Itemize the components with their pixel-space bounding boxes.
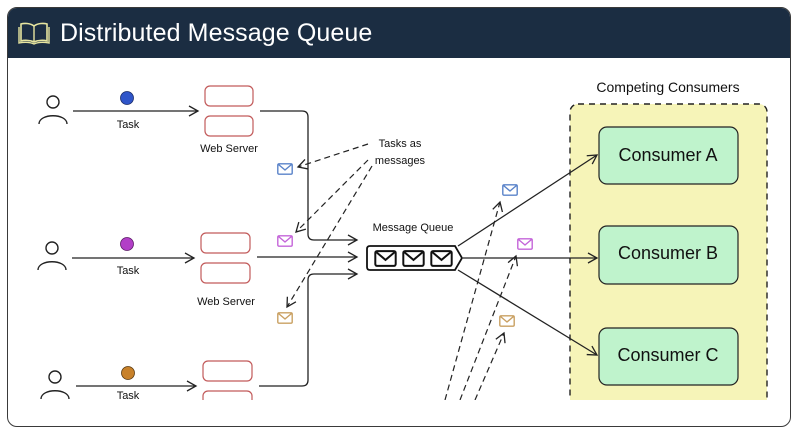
server-to-queue-arrow: [260, 110, 359, 246]
diagram-title: Distributed Message Queue: [60, 18, 373, 47]
open-book-icon: [18, 22, 50, 45]
message-envelope-purple-icon: [517, 238, 533, 250]
server-to-queue-arrow: [259, 268, 359, 387]
annotation-arrows-right: [444, 200, 519, 400]
annotation-line2: messages: [375, 155, 426, 167]
task-label: Task: [117, 119, 140, 131]
title-bar: Distributed Message Queue: [8, 8, 790, 58]
web-server: [204, 85, 254, 137]
consumer-a-label: Consumer A: [618, 145, 717, 165]
web-server-label: Web Server: [200, 143, 258, 155]
message-envelope-orange-icon: [277, 312, 293, 324]
user-icon: [38, 95, 68, 125]
task-label: Task: [117, 390, 140, 400]
consumer-group-label: Competing Consumers: [596, 79, 739, 95]
queue-to-consumer-c-arrow: [457, 269, 599, 356]
consumer-c-label: Consumer C: [617, 345, 718, 365]
task-label: Task: [117, 265, 140, 277]
consumer-c: Consumer C: [598, 327, 739, 386]
annotation-arrows-left: [286, 143, 373, 309]
diagram-canvas: Competing Consumers Consumer A Consumer …: [37, 79, 768, 400]
message-queue: [366, 245, 464, 271]
user-icon: [37, 241, 67, 271]
queue-to-consumer-a-arrow: [457, 154, 599, 247]
annotation-line1: Tasks as: [379, 138, 422, 150]
message-envelope-blue-icon: [502, 184, 518, 196]
user-icon: [40, 370, 70, 400]
task-dot-blue: [120, 91, 134, 105]
message-queue-label: Message Queue: [373, 222, 454, 234]
task-dot-purple: [120, 237, 134, 251]
web-server-label: Web Server: [197, 296, 255, 308]
consumer-a: Consumer A: [598, 126, 739, 185]
message-envelope-purple-icon: [277, 235, 293, 247]
consumer-b: Consumer B: [598, 225, 739, 285]
web-server: [202, 360, 253, 400]
message-envelope-blue-icon: [277, 163, 293, 175]
consumer-b-label: Consumer B: [618, 243, 718, 263]
task-dot-orange: [121, 366, 135, 380]
web-server: [200, 232, 251, 284]
message-envelope-orange-icon: [499, 315, 515, 327]
